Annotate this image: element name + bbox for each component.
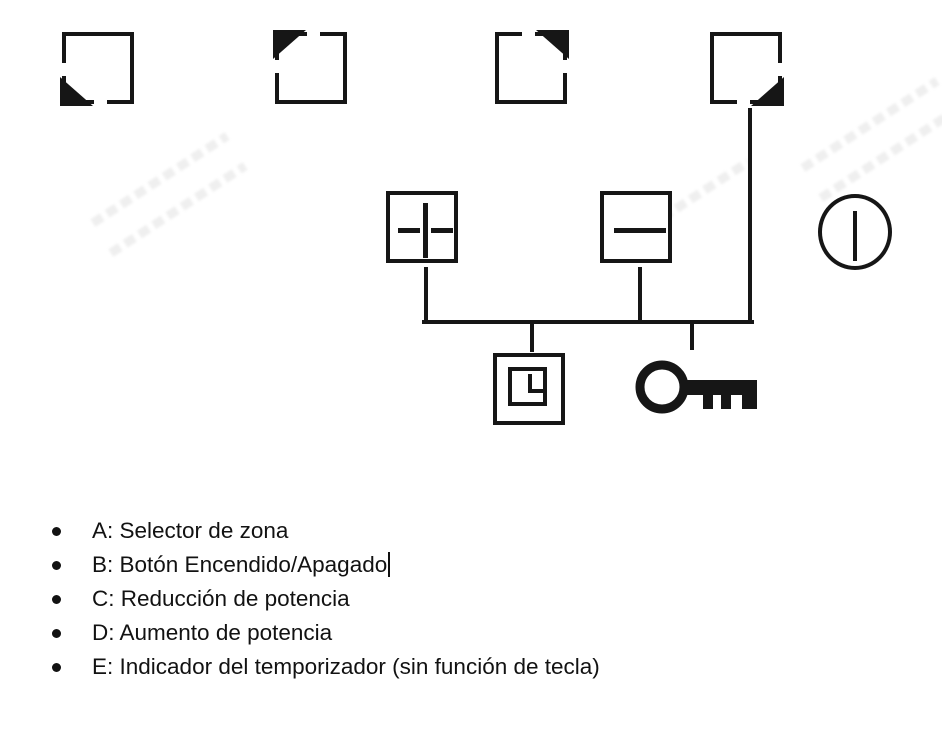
legend-item-b[interactable]: B: Botón Encendido/Apagado — [49, 548, 600, 582]
legend-item-a[interactable]: A: Selector de zona — [49, 514, 600, 548]
key-lock-icon — [635, 360, 757, 414]
corner-triangle-icon — [273, 30, 306, 59]
watermark-smudge — [90, 132, 230, 227]
watermark-smudge — [108, 162, 248, 257]
border-gap — [522, 32, 535, 36]
watermark-smudge — [800, 77, 940, 172]
border-gap — [737, 100, 750, 104]
timer-clock-icon — [508, 367, 547, 406]
zone-key-square-1 — [60, 32, 134, 106]
legend-item-label: E: Indicador del temporizador (sin funci… — [92, 654, 600, 679]
legend-item-d[interactable]: D: Aumento de potencia — [49, 616, 600, 650]
connector-stub-key — [690, 324, 694, 350]
control-panel-figure[interactable] — [0, 0, 942, 470]
border-gap — [563, 60, 567, 73]
bullet-icon — [52, 629, 61, 638]
border-gap — [307, 32, 320, 36]
power-on-off-button — [818, 194, 892, 270]
legend-item-c[interactable]: C: Reducción de potencia — [49, 582, 600, 616]
border-gap — [62, 63, 66, 76]
legend-item-e[interactable]: E: Indicador del temporizador (sin funci… — [49, 650, 600, 684]
legend-item-label: D: Aumento de potencia — [92, 620, 333, 645]
legend-item-label: A: Selector de zona — [92, 518, 289, 543]
corner-triangle-icon — [751, 77, 784, 106]
zone-key-square-4 — [710, 32, 784, 106]
bullet-icon — [52, 527, 61, 536]
corner-triangle-icon — [60, 77, 93, 106]
bullet-icon — [52, 561, 61, 570]
power-decrease-button — [600, 191, 672, 263]
plus-icon — [398, 228, 420, 233]
border-gap — [778, 63, 782, 76]
power-increase-button — [386, 191, 458, 263]
timer-indicator — [493, 353, 565, 425]
legend-list: A: Selector de zona B: Botón Encendido/A… — [49, 514, 600, 684]
connector-line-zone4 — [748, 108, 752, 324]
clock-hand — [528, 374, 532, 393]
connector-line-minus — [638, 267, 642, 324]
zone-key-square-3 — [495, 30, 569, 104]
bullet-icon — [52, 663, 61, 672]
border-gap — [275, 60, 279, 73]
power-line-circle-icon — [853, 211, 857, 261]
corner-triangle-icon — [536, 30, 569, 59]
text-cursor — [388, 552, 391, 577]
clock-hand — [528, 389, 544, 393]
connector-bus-line — [422, 320, 754, 324]
connector-line-plus — [424, 267, 428, 324]
plus-icon — [431, 228, 453, 233]
border-gap — [94, 100, 107, 104]
bullet-icon — [52, 595, 61, 604]
plus-icon — [423, 203, 428, 258]
zone-key-square-2 — [273, 30, 347, 104]
minus-icon — [614, 228, 666, 233]
legend-item-label: C: Reducción de potencia — [92, 586, 350, 611]
connector-stub-timer — [530, 324, 534, 352]
legend-item-label: B: Botón Encendido/Apagado — [92, 552, 388, 577]
